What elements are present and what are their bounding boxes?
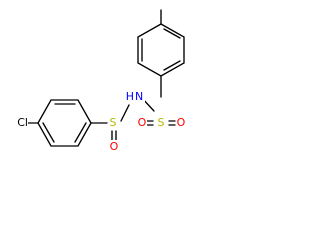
nitrogen-label: N xyxy=(135,90,143,103)
tolyl-ring-double-bond-2 xyxy=(163,60,181,71)
sulfonyl-sulfur-label: S xyxy=(158,116,165,129)
chlorophenyl-ring xyxy=(37,99,92,147)
sulfinyl-sulfur-label: S xyxy=(110,116,117,129)
nitrogen-hydrogen-label: H xyxy=(126,90,134,103)
molecule-diagram: Cl S O H N S O O xyxy=(6,9,186,154)
label-mask-chlorine xyxy=(6,116,28,130)
chemical-structure-canvas: Cl S O H N S O O xyxy=(0,0,213,174)
label-mask-sulfonyl-sulfur xyxy=(155,116,167,130)
label-mask-sulfonyl-oxygen-left xyxy=(137,116,147,130)
sulfinyl-oxygen-label: O xyxy=(110,140,119,153)
label-mask-sulfinyl-sulfur xyxy=(108,116,118,130)
nitrogen-sulfinyl-bond xyxy=(120,104,130,122)
tolyl-ring xyxy=(137,23,185,77)
chlorophenyl-ring-double-bond-3 xyxy=(74,122,87,143)
label-mask-sulfonyl-oxygen-right xyxy=(176,116,186,130)
tolyl-ring-double-bond-1 xyxy=(163,28,181,39)
chlorine-label: Cl xyxy=(17,116,28,129)
label-mask-nitrogen xyxy=(123,90,145,104)
sulfonyl-oxygen-left-label: O xyxy=(138,116,147,129)
label-mask-sulfinyl-oxygen xyxy=(109,140,119,154)
chlorophenyl-ring-double-bond-2 xyxy=(42,122,55,143)
sulfonyl-oxygen-right-label: O xyxy=(177,116,186,129)
